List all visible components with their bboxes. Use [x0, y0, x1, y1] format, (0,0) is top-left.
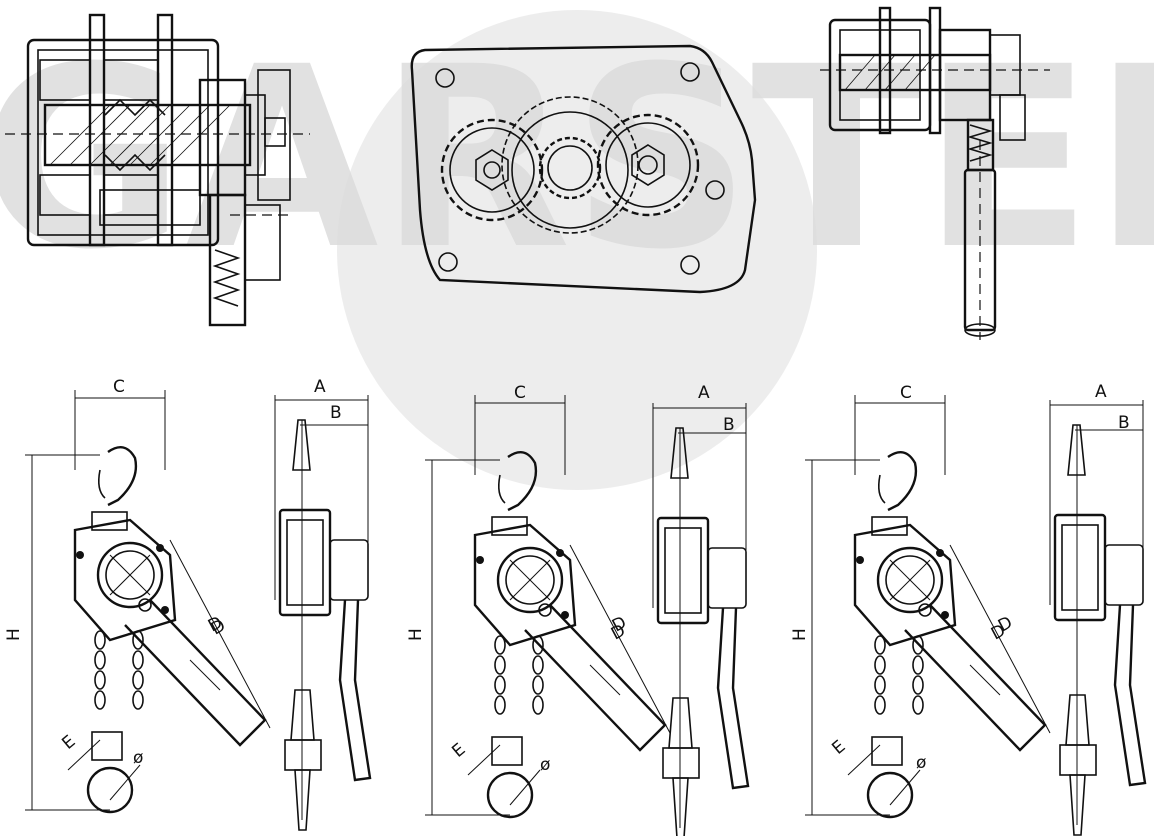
dim-A-3: A [1095, 382, 1107, 402]
dim-phi-2: ø [540, 755, 550, 775]
gearbox-cross-section [5, 13, 310, 327]
dim-C-1: C [113, 377, 125, 397]
watermark-text: GARSTER [0, 13, 1154, 304]
dim-H-3: H [790, 628, 810, 641]
dim-C-3: C [900, 383, 912, 403]
dim-E-2: E [448, 740, 469, 762]
hoist-elevation-2: C H D E ø A B [406, 383, 750, 836]
dim-A-1: A [314, 377, 326, 397]
dim-H-2: H [406, 628, 426, 641]
dim-phi-1: ø [133, 748, 143, 768]
dim-B-2: B [723, 415, 735, 435]
hoist-elevation-1: C H D E ø A B [4, 377, 372, 832]
dim-phi-3: ø [916, 753, 926, 773]
watermark: GARSTER [0, 10, 1154, 490]
dim-A-2: A [698, 383, 710, 403]
dim-E-1: E [58, 732, 79, 754]
dim-H-1: H [4, 628, 24, 641]
dim-B-1: B [330, 403, 342, 423]
hoist-elevation-3: C H D E ø A B [790, 382, 1147, 836]
dim-E-3: E [828, 737, 849, 759]
planetary-gear-plate [410, 44, 757, 294]
side-section-with-lever [820, 6, 1050, 340]
dim-B-3: B [1118, 413, 1130, 433]
dim-C-2: C [514, 383, 526, 403]
